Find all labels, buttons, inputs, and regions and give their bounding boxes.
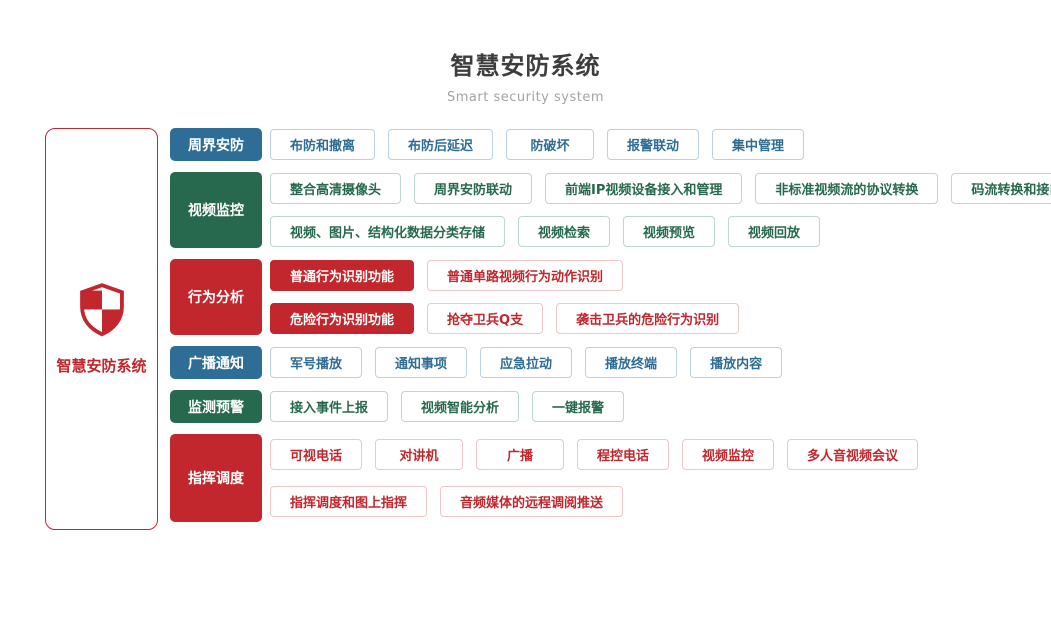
page-title: 智慧安防系统 bbox=[450, 52, 601, 80]
feature-group-broadcast: 广播通知军号播放通知事项应急拉动播放终端播放内容 bbox=[170, 346, 1030, 379]
feature-line: 布防和撤离布防后延迟防破坏报警联动集中管理 bbox=[270, 129, 805, 160]
feature-chip: 视频、图片、结构化数据分类存储 bbox=[270, 216, 506, 247]
category-label-monitor: 监测预警 bbox=[170, 390, 262, 423]
feature-group-command: 指挥调度可视电话对讲机广播程控电话视频监控多人音视频会议指挥调度和图上指挥音频媒… bbox=[170, 434, 1030, 522]
feature-chip: 视频智能分析 bbox=[401, 391, 520, 422]
feature-group-monitor: 监测预警接入事件上报视频智能分析一键报警 bbox=[170, 390, 1030, 423]
feature-lines-broadcast: 军号播放通知事项应急拉动播放终端播放内容 bbox=[270, 346, 783, 379]
feature-chip: 普通单路视频行为动作识别 bbox=[427, 260, 624, 291]
feature-chip: 播放内容 bbox=[690, 347, 783, 378]
feature-chip: 周界安防联动 bbox=[414, 173, 533, 204]
feature-chip: 应急拉动 bbox=[480, 347, 573, 378]
feature-line: 军号播放通知事项应急拉动播放终端播放内容 bbox=[270, 347, 783, 378]
feature-chip: 对讲机 bbox=[375, 439, 464, 470]
feature-chip: 接入事件上报 bbox=[270, 391, 389, 422]
feature-chip: 音频媒体的远程调阅推送 bbox=[440, 486, 624, 517]
feature-chip: 一键报警 bbox=[532, 391, 625, 422]
feature-chip: 播放终端 bbox=[585, 347, 678, 378]
feature-chip: 视频检索 bbox=[518, 216, 611, 247]
feature-lines-video: 整合高清摄像头周界安防联动前端IP视频设备接入和管理非标准视频流的协议转换码流转… bbox=[270, 172, 1051, 248]
feature-group-video: 视频监控整合高清摄像头周界安防联动前端IP视频设备接入和管理非标准视频流的协议转… bbox=[170, 172, 1051, 248]
feature-chip: 通知事项 bbox=[375, 347, 468, 378]
feature-line: 普通行为识别功能普通单路视频行为动作识别 bbox=[270, 260, 739, 291]
feature-chip: 广播 bbox=[476, 439, 565, 470]
feature-chip: 防破坏 bbox=[506, 129, 595, 160]
feature-line: 指挥调度和图上指挥音频媒体的远程调阅推送 bbox=[270, 486, 918, 517]
feature-chip: 视频回放 bbox=[728, 216, 821, 247]
page-header: 智慧安防系统 Smart security system bbox=[0, 0, 1051, 105]
feature-lines-monitor: 接入事件上报视频智能分析一键报警 bbox=[270, 390, 625, 423]
feature-chip: 袭击卫兵的危险行为识别 bbox=[556, 303, 740, 334]
feature-chip: 集中管理 bbox=[712, 129, 805, 160]
feature-chip: 整合高清摄像头 bbox=[270, 173, 402, 204]
feature-group-behavior: 行为分析普通行为识别功能普通单路视频行为动作识别危险行为识别功能抢夺卫兵Q支袭击… bbox=[170, 259, 1030, 335]
feature-chip: 普通行为识别功能 bbox=[270, 260, 415, 291]
root-node: 智慧安防系统 bbox=[45, 128, 158, 530]
category-label-broadcast: 广播通知 bbox=[170, 346, 262, 379]
feature-chip: 可视电话 bbox=[270, 439, 363, 470]
feature-line: 视频、图片、结构化数据分类存储视频检索视频预览视频回放 bbox=[270, 216, 1051, 247]
category-label-video: 视频监控 bbox=[170, 172, 262, 248]
feature-lines-perimeter: 布防和撤离布防后延迟防破坏报警联动集中管理 bbox=[270, 128, 805, 161]
feature-chip: 视频监控 bbox=[682, 439, 775, 470]
feature-chip: 指挥调度和图上指挥 bbox=[270, 486, 428, 517]
feature-line: 整合高清摄像头周界安防联动前端IP视频设备接入和管理非标准视频流的协议转换码流转… bbox=[270, 173, 1051, 204]
feature-chip: 危险行为识别功能 bbox=[270, 303, 415, 334]
category-label-behavior: 行为分析 bbox=[170, 259, 262, 335]
feature-chip: 军号播放 bbox=[270, 347, 363, 378]
feature-line: 接入事件上报视频智能分析一键报警 bbox=[270, 391, 625, 422]
feature-chip: 布防和撤离 bbox=[270, 129, 376, 160]
feature-line: 可视电话对讲机广播程控电话视频监控多人音视频会议 bbox=[270, 439, 919, 470]
feature-lines-command: 可视电话对讲机广播程控电话视频监控多人音视频会议指挥调度和图上指挥音频媒体的远程… bbox=[270, 434, 919, 522]
shield-icon bbox=[76, 282, 128, 342]
feature-chip: 前端IP视频设备接入和管理 bbox=[545, 173, 743, 204]
feature-chip: 码流转换和接口转换 bbox=[951, 173, 1051, 204]
feature-chip: 非标准视频流的协议转换 bbox=[755, 173, 939, 204]
feature-chip: 程控电话 bbox=[577, 439, 670, 470]
feature-chip: 报警联动 bbox=[607, 129, 700, 160]
feature-line: 危险行为识别功能抢夺卫兵Q支袭击卫兵的危险行为识别 bbox=[270, 303, 740, 334]
feature-chip: 布防后延迟 bbox=[388, 129, 494, 160]
category-label-command: 指挥调度 bbox=[170, 434, 262, 522]
feature-chip: 多人音视频会议 bbox=[787, 439, 919, 470]
feature-chip: 抢夺卫兵Q支 bbox=[427, 303, 544, 334]
feature-groups: 周界安防布防和撤离布防后延迟防破坏报警联动集中管理视频监控整合高清摄像头周界安防… bbox=[170, 128, 1051, 533]
feature-group-perimeter: 周界安防布防和撤离布防后延迟防破坏报警联动集中管理 bbox=[170, 128, 1030, 161]
root-node-label: 智慧安防系统 bbox=[56, 357, 147, 375]
page-subtitle: Smart security system bbox=[447, 90, 604, 105]
feature-lines-behavior: 普通行为识别功能普通单路视频行为动作识别危险行为识别功能抢夺卫兵Q支袭击卫兵的危… bbox=[270, 259, 740, 335]
category-label-perimeter: 周界安防 bbox=[170, 128, 262, 161]
feature-chip: 视频预览 bbox=[623, 216, 716, 247]
